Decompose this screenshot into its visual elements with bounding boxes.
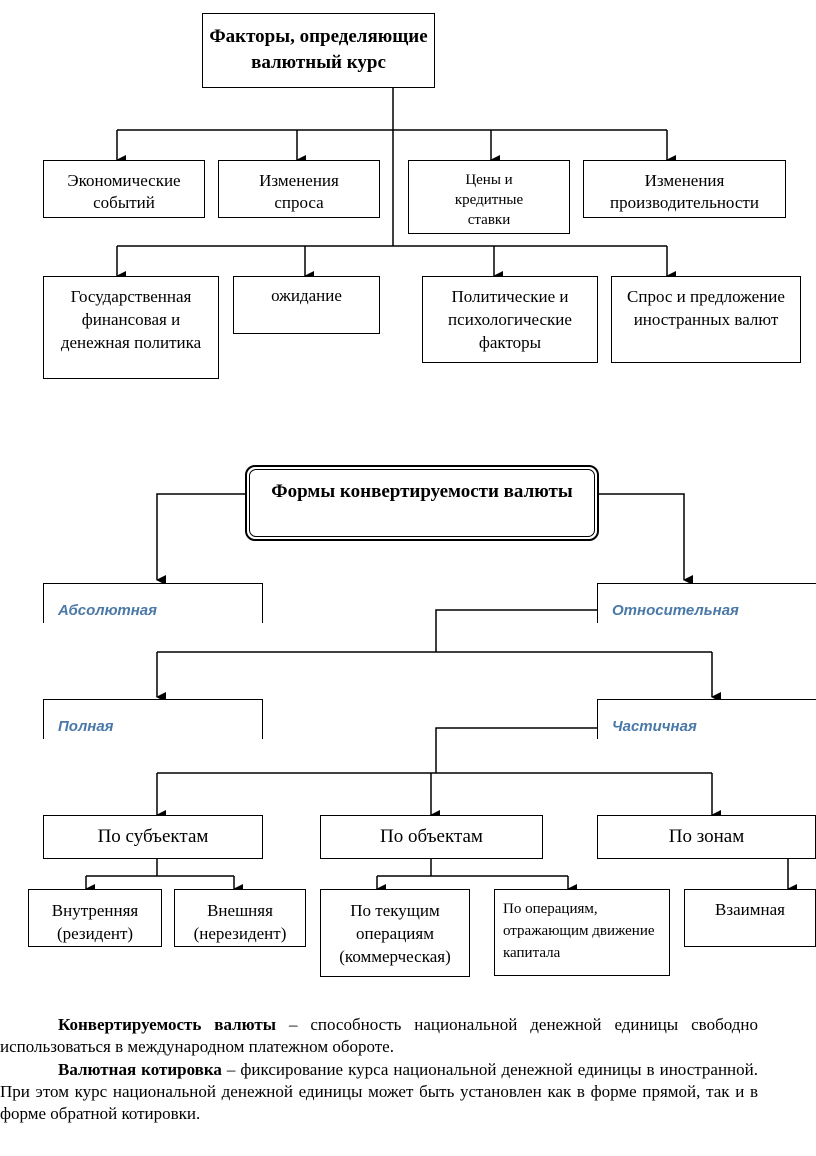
internal-resident-box: Внутренняя (резидент)	[28, 889, 162, 947]
convertibility-title-box: Формы конвертируемости валюты	[249, 469, 595, 537]
by-zones-label: По зонам	[668, 826, 745, 847]
absolute-box: Абсолютная	[43, 583, 263, 623]
relative-box: Относительная	[597, 583, 816, 623]
external-label: Внешняя (нерезидент)	[193, 901, 287, 943]
by-subjects-label: По субъектам	[97, 826, 209, 847]
by-zones-box: По зонам	[597, 815, 816, 859]
partial-label: Частичная	[612, 718, 697, 735]
external-nonresident-box: Внешняя (нерезидент)	[174, 889, 306, 947]
factor-label: Спрос и предложение иностранных валют	[627, 287, 785, 329]
by-objects-label: По объектам	[380, 826, 483, 847]
by-objects-box: По объектам	[320, 815, 543, 859]
factor-political-psychological: Политические и психологические факторы	[422, 276, 598, 363]
factor-label: ожидание	[271, 286, 342, 305]
factor-productivity-changes: Изменения производительности	[583, 160, 786, 218]
factor-prices-rates: Цены и кредитные ставки	[408, 160, 570, 234]
factor-label: Изменения производительности	[610, 171, 759, 212]
absolute-label: Абсолютная	[58, 602, 157, 619]
capital-operations-label: По операциям, отражающим движение капита…	[503, 901, 655, 961]
internal-label: Внутренняя (резидент)	[51, 901, 139, 943]
term-quotation: Валютная котировка	[58, 1060, 222, 1079]
definition-convertibility: Конвертируемость валюты – способность на…	[0, 1014, 758, 1058]
full-label: Полная	[58, 718, 114, 735]
factor-label: Экономические событий	[67, 171, 181, 212]
by-subjects-box: По субъектам	[43, 815, 263, 859]
definition-quotation-text: – фиксирование курса национальной денежн…	[0, 1060, 758, 1123]
definition-convertibility-text: – способность национальной денежной един…	[0, 1015, 758, 1056]
factor-economic-events: Экономические событий	[43, 160, 205, 218]
capital-operations-box: По операциям, отражающим движение капита…	[494, 889, 670, 976]
factor-expectation: ожидание	[233, 276, 380, 334]
factor-label: Изменения спроса	[259, 171, 339, 212]
factor-label: Цены и кредитные ставки	[454, 172, 524, 228]
current-operations-label: По текущим операциям (коммерческая)	[339, 901, 451, 966]
factor-currency-supply-demand: Спрос и предложение иностранных валют	[611, 276, 801, 363]
factor-demand-changes: Изменения спроса	[218, 160, 380, 218]
relative-label: Относительная	[612, 602, 739, 619]
mutual-label: Взаимная	[715, 900, 785, 919]
factor-state-policy: Государственная финансовая и денежная по…	[43, 276, 219, 379]
current-operations-box: По текущим операциям (коммерческая)	[320, 889, 470, 977]
factors-title-box: Факторы, определяющие валютный курс	[202, 13, 435, 88]
full-box: Полная	[43, 699, 263, 739]
mutual-box: Взаимная	[684, 889, 816, 947]
factor-label: Государственная финансовая и денежная по…	[60, 287, 202, 352]
factor-label: Политические и психологические факторы	[448, 287, 572, 352]
partial-box: Частичная	[597, 699, 816, 739]
convertibility-title: Формы конвертируемости валюты	[271, 481, 573, 502]
definition-quotation: Валютная котировка – фиксирование курса …	[0, 1059, 758, 1125]
term-convertibility: Конвертируемость валюты	[58, 1015, 277, 1034]
factors-title: Факторы, определяющие валютный курс	[209, 26, 428, 73]
